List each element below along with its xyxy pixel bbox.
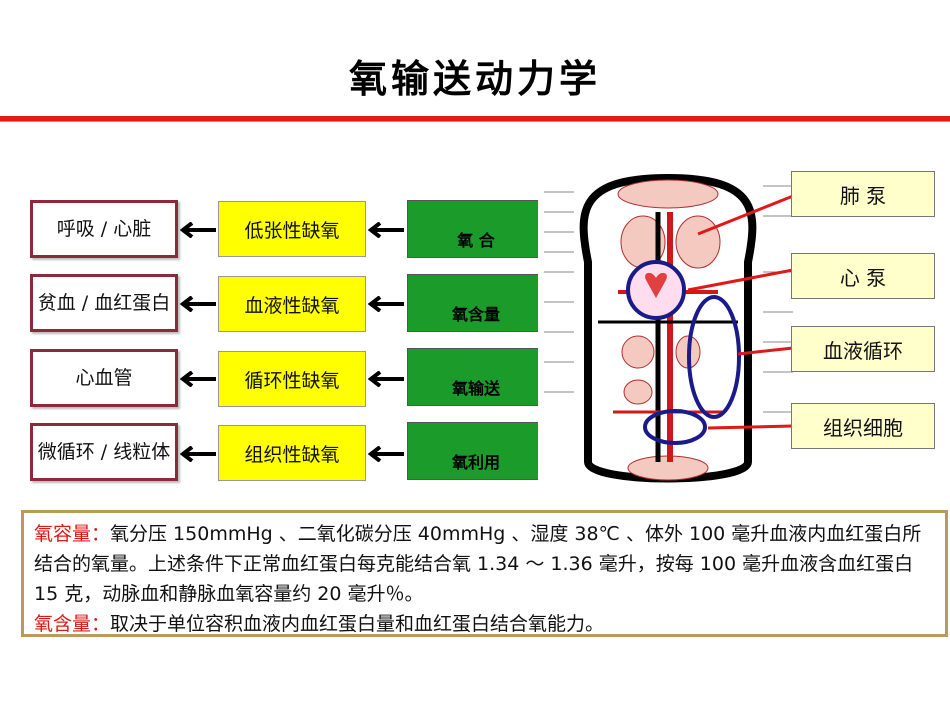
notes-box: 氧容量：氧分压 150mmHg 、二氧化碳分压 40mmHg 、湿度 38℃ 、… xyxy=(21,510,948,637)
page-title: 氧输送动力学 xyxy=(348,56,601,101)
label-heart-pump: 心 泵 xyxy=(791,253,935,299)
arrow-left-icon xyxy=(180,446,216,462)
factor-box-oxygen-delivery: 氧输送 xyxy=(407,348,545,406)
hypoxia-box-hypotonic: 低张性缺氧 xyxy=(218,201,366,257)
note-text-oxygen-content: 取决于单位容积血液内血红蛋白量和血红蛋白结合氧能力。 xyxy=(110,613,605,635)
circulation-anatomy-diagram xyxy=(538,172,798,490)
factor-box-oxygenation: 氧 合 xyxy=(407,200,545,258)
factor-box-oxygen-content: 氧含量 xyxy=(407,274,545,332)
arrow-left-icon xyxy=(180,222,216,238)
arrow-left-icon xyxy=(180,371,216,387)
cause-box-microcirculation: 微循环 / 线粒体 xyxy=(30,423,178,481)
cause-box-respiration: 呼吸 / 心脏 xyxy=(30,200,178,258)
label-blood-circulation: 血液循环 xyxy=(791,326,935,372)
label-tissue-cells: 组织细胞 xyxy=(791,403,935,449)
label-lung-pump: 肺 泵 xyxy=(791,171,935,217)
note-label-oxygen-capacity: 氧容量： xyxy=(34,523,111,545)
hypoxia-box-hemic: 血液性缺氧 xyxy=(218,276,366,332)
cause-box-anemia: 贫血 / 血红蛋白 xyxy=(30,274,178,332)
hypoxia-box-circulatory: 循环性缺氧 xyxy=(218,351,366,407)
arrow-left-icon xyxy=(368,446,404,462)
note-label-oxygen-content: 氧含量： xyxy=(34,613,111,635)
cause-box-cardiovascular: 心血管 xyxy=(30,349,178,407)
arrow-left-icon xyxy=(368,296,404,312)
arrow-left-icon xyxy=(180,296,216,312)
note-text-oxygen-capacity: 氧分压 150mmHg 、二氧化碳分压 40mmHg 、湿度 38℃ 、体外 1… xyxy=(34,523,922,605)
hypoxia-box-histotoxic: 组织性缺氧 xyxy=(218,425,366,481)
title-divider-shadow xyxy=(0,121,950,122)
factor-box-oxygen-utilization: 氧利用 xyxy=(407,422,545,480)
arrow-left-icon xyxy=(368,222,404,238)
arrow-left-icon xyxy=(368,371,404,387)
title-divider xyxy=(0,116,950,121)
